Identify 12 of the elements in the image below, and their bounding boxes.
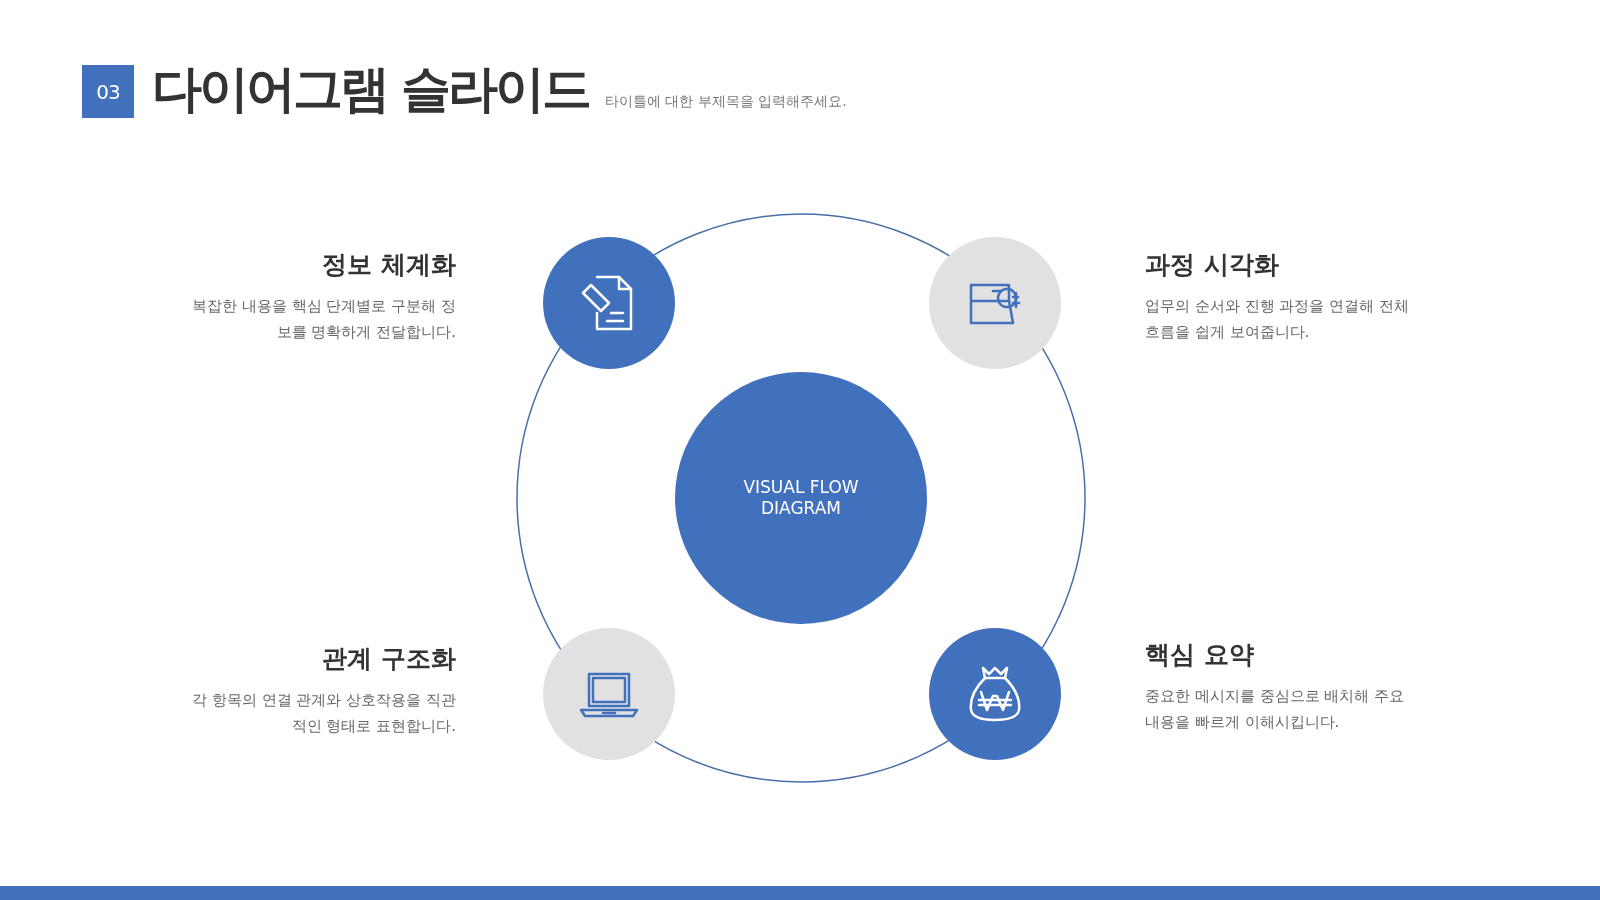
heading: 과정 시각화 bbox=[1145, 249, 1279, 281]
description: 각 항목의 연결 관계와 상호작용을 직관적인 형태로 표현합니다. bbox=[191, 690, 456, 737]
heading: 관계 구조화 bbox=[322, 643, 456, 675]
heading: 정보 체계화 bbox=[322, 249, 456, 281]
slide-title: 다이어그램 슬라이드 bbox=[152, 59, 590, 120]
description: 업무의 순서와 진행 과정을 연결해 전체 흐름을 쉽게 보여줍니다. bbox=[1145, 296, 1410, 343]
description: 중요한 메시지를 중심으로 배치해 주요 내용을 빠르게 이해시킵니다. bbox=[1145, 686, 1406, 733]
subtitle: 타이틀에 대한 부제목을 입력해주세요. bbox=[605, 93, 847, 111]
slide-number: 03 bbox=[82, 65, 134, 118]
node-label: VISUAL FLOW DIAGRAM bbox=[742, 477, 860, 519]
description: 복잡한 내용을 핵심 단계별로 구분해 정보를 명확하게 전달합니다. bbox=[191, 296, 456, 343]
heading: 핵심 요약 bbox=[1145, 639, 1254, 671]
